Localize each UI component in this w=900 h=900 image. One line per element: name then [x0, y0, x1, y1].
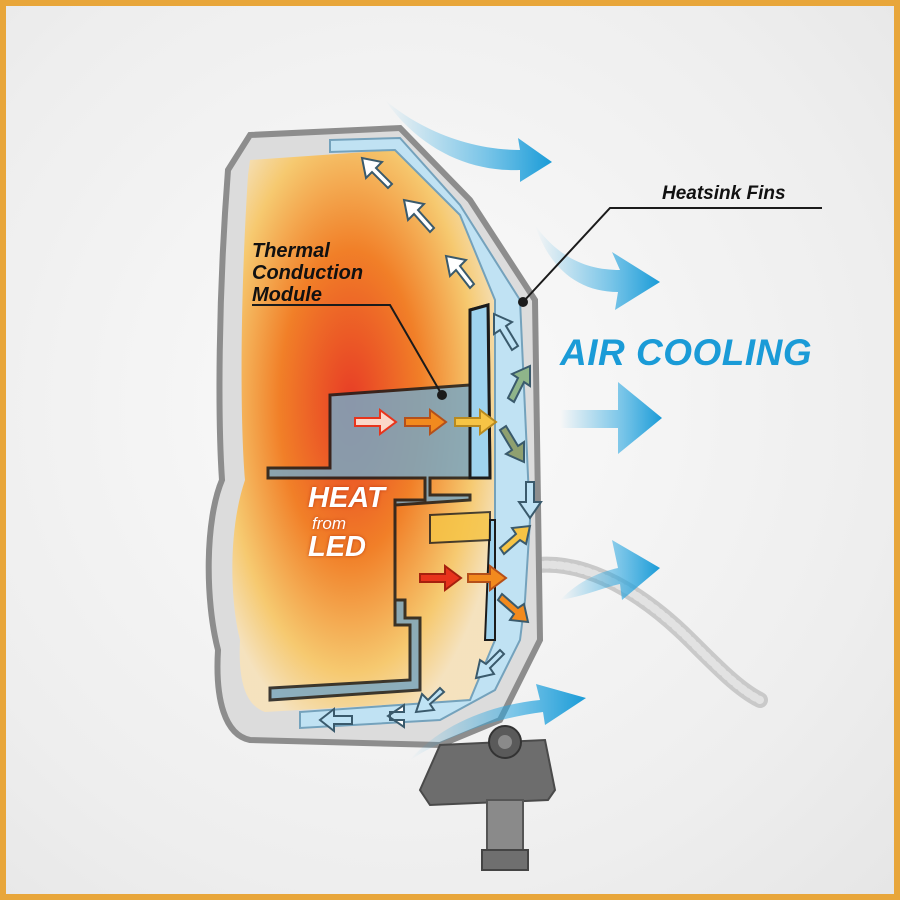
fin-arrow — [517, 481, 543, 520]
fin-arrow — [318, 706, 353, 734]
thermal-label-line2: Conduction — [252, 262, 364, 284]
thermal-label-line3: Module — [252, 284, 322, 306]
heat-label-line1: HEAT — [308, 482, 385, 514]
air-arrow — [385, 100, 552, 182]
mount-stud — [486, 799, 524, 853]
air-arrow — [560, 382, 662, 454]
heat-label-line2: from — [312, 514, 346, 533]
heatsink-leader-line — [522, 207, 822, 303]
fin-flow-arrows — [318, 156, 543, 734]
heat-arrow — [419, 564, 463, 592]
air-arrow — [535, 225, 660, 310]
heat-flow-arrows — [354, 408, 508, 592]
heat-arrow — [467, 564, 508, 592]
heatsink-fins-label: Heatsink Fins — [662, 183, 786, 204]
heat-arrow — [354, 408, 398, 436]
thermal-module-label: Thermal Conduction Module — [252, 240, 363, 306]
thermal-leader-line — [252, 304, 443, 396]
mount-bracket — [418, 738, 557, 807]
fin-arrow — [402, 198, 436, 234]
air-arrow — [410, 684, 586, 760]
fin-arrow — [474, 648, 506, 680]
heatsink-fins — [299, 136, 532, 730]
fin-arrow — [444, 254, 476, 290]
fin-arrow — [496, 592, 530, 624]
fin-arrow — [414, 686, 446, 714]
air-cooling-title: AIR COOLING — [560, 332, 813, 373]
heat-label-line3: LED — [308, 531, 366, 563]
fin-arrow — [498, 524, 532, 556]
heat-arrow — [454, 408, 498, 436]
fin-arrow — [498, 424, 525, 464]
heat-from-led-label: HEAT from LED — [308, 484, 385, 562]
fin-arrow — [386, 703, 405, 729]
fin-arrow — [493, 312, 520, 352]
thermal-label-line1: Thermal — [252, 240, 330, 262]
heat-arrow — [404, 408, 448, 436]
air-arrow — [560, 540, 660, 600]
air-cooling-arrows — [385, 100, 662, 760]
fin-arrow — [506, 364, 531, 404]
fin-arrow — [360, 156, 394, 190]
